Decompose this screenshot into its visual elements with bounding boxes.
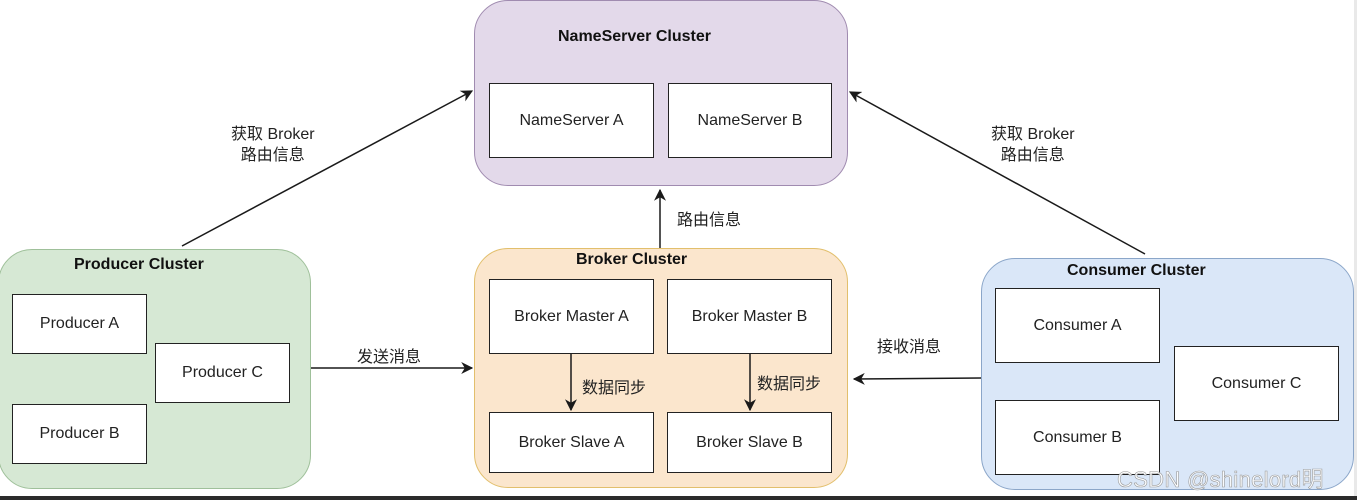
sync-label-b: 数据同步 (757, 376, 822, 393)
consumer-route-label-line2: 路由信息 (1000, 147, 1065, 164)
producer-cluster-title: Producer Cluster (74, 256, 204, 273)
edge-producer-to-nameserver (181, 90, 474, 247)
broker-master-a[interactable]: Broker Master A (489, 279, 654, 354)
consumer-a[interactable]: Consumer A (995, 288, 1160, 363)
consumer-cluster-title: Consumer Cluster (1067, 262, 1206, 279)
consumer-route-label-line1: 获取 Broker (991, 126, 1075, 143)
edge-consumer-to-nameserver (848, 91, 1146, 255)
bottom-edge (0, 496, 1357, 500)
right-edge (1354, 0, 1357, 500)
producer-route-label: 获取 Broker 路由信息 (231, 124, 315, 166)
consumer-b[interactable]: Consumer B (995, 400, 1160, 475)
producer-route-label-line2: 路由信息 (240, 147, 305, 164)
broker-slave-a[interactable]: Broker Slave A (489, 412, 654, 473)
producer-b[interactable]: Producer B (12, 404, 147, 464)
broker-cluster-title: Broker Cluster (576, 251, 688, 268)
edge-consumer-to-broker (852, 372, 982, 385)
receive-message-label: 接收消息 (877, 339, 942, 356)
consumer-c[interactable]: Consumer C (1174, 346, 1339, 421)
producer-c[interactable]: Producer C (155, 343, 290, 403)
consumer-route-label: 获取 Broker 路由信息 (991, 124, 1075, 166)
broker-master-b[interactable]: Broker Master B (667, 279, 832, 354)
nameserver-b[interactable]: NameServer B (668, 83, 832, 158)
sync-label-a: 数据同步 (582, 380, 647, 397)
broker-slave-b[interactable]: Broker Slave B (667, 412, 832, 473)
producer-a[interactable]: Producer A (12, 294, 147, 354)
watermark: CSDN @shinelord明 (1117, 467, 1324, 493)
broker-route-label: 路由信息 (677, 212, 742, 229)
producer-route-label-line1: 获取 Broker (231, 126, 315, 143)
nameserver-a[interactable]: NameServer A (489, 83, 654, 158)
send-message-label: 发送消息 (357, 349, 422, 366)
nameserver-cluster-title: NameServer Cluster (558, 28, 711, 45)
